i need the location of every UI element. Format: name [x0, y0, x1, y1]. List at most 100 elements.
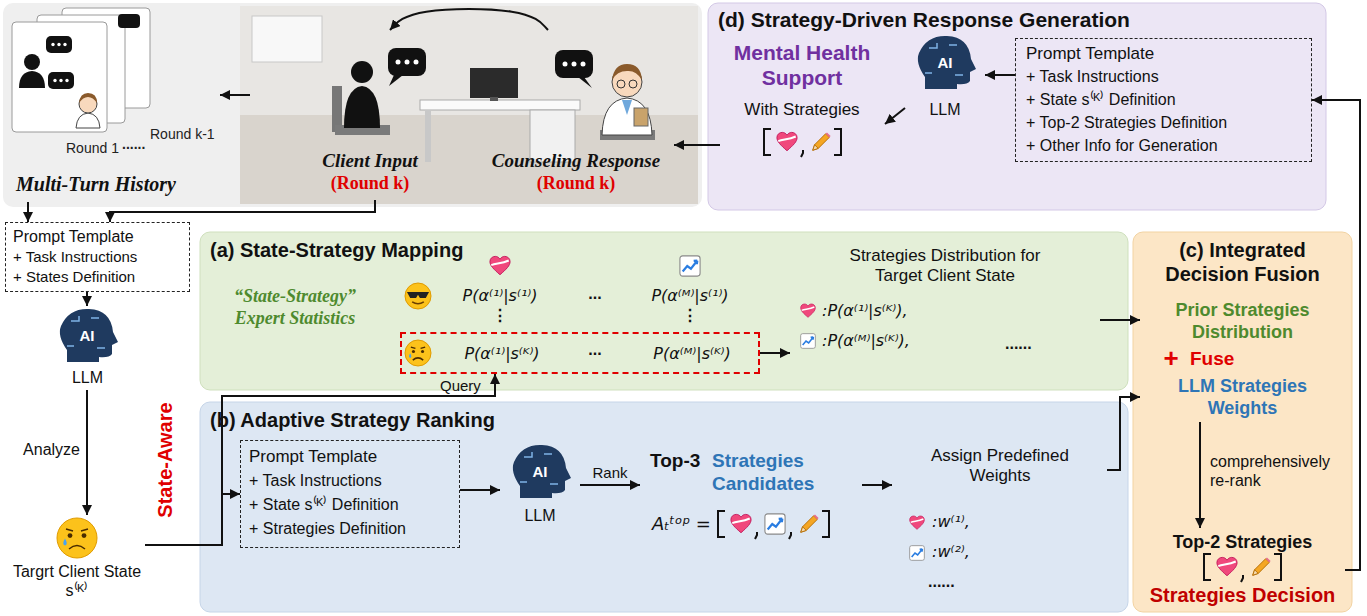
counseling-room [396, 60, 401, 65]
node-text: Aₜᵗᵒᵖ = [652, 513, 718, 535]
pencil-strategy-icon [813, 132, 831, 150]
connector-arrow [86, 292, 88, 306]
text-node: Top-2 StrategiesStrategies Decision [1140, 528, 1345, 610]
history-cards [12, 22, 107, 132]
counseling-room [629, 80, 637, 88]
node-text: ...... [928, 572, 968, 591]
sad-face-emoji [413, 358, 423, 360]
label: P(α⁽ᴹ⁾|s⁽¹⁾) [630, 286, 750, 305]
counseling-room [555, 50, 593, 78]
node-text: + Strategies Definition [249, 519, 454, 538]
history-cards [59, 79, 62, 82]
heart-strategy-icon [801, 304, 816, 317]
ai-head-icon [60, 309, 118, 362]
label: Fuse [1190, 348, 1250, 371]
sad-face-emoji [57, 518, 97, 558]
cool-face-emoji [405, 283, 431, 309]
prompt-box: Prompt Template+ Task Instructions+ Stat… [1015, 38, 1312, 162]
counseling-room [405, 60, 410, 65]
node-text: With Strategies [722, 100, 882, 120]
connector-arrow [390, 9, 548, 30]
sad-face-emoji [405, 340, 431, 366]
node-text: P(α⁽¹⁾|s⁽ᴷ⁾) [442, 344, 562, 363]
counseling-room [578, 77, 592, 88]
heart-strategy-icon [911, 519, 924, 522]
node-text: Targrt Client State s⁽ᴷ⁾ [12, 562, 142, 600]
history-cards [76, 113, 100, 128]
chart-strategy-icon [680, 256, 700, 276]
chart-strategy-icon [683, 261, 698, 272]
pencil-strategy-icon [813, 145, 819, 151]
history-cards [24, 54, 40, 70]
history-cards [63, 43, 66, 46]
panel: Prompt Template+ Task Instructions+ Stat… [200, 402, 1128, 612]
node-text: LLM Strategies Weights [1145, 376, 1340, 419]
node-text: (d) Strategy-Driven Response Generation [718, 7, 1278, 32]
connector-arrow [1199, 422, 1201, 528]
node-text: + State s⁽ᴷ⁾ Definition [1026, 90, 1306, 109]
counseling-room [563, 62, 568, 67]
edge-label: Analyze [18, 440, 80, 459]
node-text: + Task Instructions [1026, 67, 1306, 86]
pencil-strategy-icon [801, 514, 819, 532]
text-node: Top-3Strategies CandidatesAₜᵗᵒᵖ = [640, 440, 862, 560]
history-cards [53, 79, 56, 82]
chart-strategy-icon [910, 546, 925, 561]
ai-head-icon [918, 36, 976, 89]
node-text: Multi-Turn History [16, 172, 216, 196]
bracket-list [1274, 554, 1281, 580]
counseling-room [612, 64, 642, 80]
sad-face-emoji [57, 518, 97, 558]
counseling-room [240, 6, 698, 204]
node-text: Client Input [300, 150, 440, 173]
node-text: Top-3 [650, 450, 710, 473]
text-node: LLM Strategies Weights [1140, 372, 1345, 422]
connector-arrow [27, 202, 29, 222]
node-text: + Task Instructions [13, 248, 188, 266]
heart-strategy-icon [801, 304, 816, 317]
counseling-room [602, 98, 652, 135]
sad-face-emoji [63, 538, 67, 545]
counseling-room [351, 61, 373, 83]
node-text: (Round k) [300, 173, 440, 195]
node-text: ...... [122, 136, 150, 153]
counseling-room [388, 48, 426, 76]
chart-strategy-icon [803, 337, 814, 345]
chart-strategy-icon [801, 334, 816, 349]
pencil-strategy-icon [1266, 557, 1271, 562]
prompt-box: Prompt Template+ Task Instructions+ Stat… [240, 440, 460, 548]
counseling-room [420, 100, 580, 110]
ai-head-icon [60, 309, 118, 362]
cool-face-emoji [405, 283, 431, 309]
node-text: LLM [50, 368, 125, 387]
heart-strategy-icon [802, 307, 815, 310]
pencil-strategy-icon [814, 514, 819, 519]
sad-face-emoji [405, 340, 431, 366]
bracket-list [718, 511, 829, 539]
node-text: Round k-1 [150, 126, 218, 143]
panel-ground [200, 402, 1128, 612]
llm-icon-node: AILLM [50, 306, 125, 390]
history-cards [12, 8, 150, 132]
chart-strategy-icon [765, 514, 785, 534]
node-text: (Round k) [481, 173, 671, 195]
bracket-list [718, 511, 725, 537]
text-node: Prior Strategies Distribution [1140, 296, 1345, 346]
matrix-row-box: P(α⁽¹⁾|s⁽ᴷ⁾)P(α⁽ᴹ⁾|s⁽ᴷ⁾) [400, 332, 760, 374]
heart-strategy-icon [777, 132, 797, 150]
heart-strategy-icon [1217, 557, 1237, 575]
bracket-list [1204, 554, 1211, 580]
counseling-room [581, 62, 586, 67]
node-text: :w⁽²⁾, [932, 542, 1052, 561]
edge-label: Query [440, 377, 490, 395]
node-text: :P(α⁽ᴹ⁾|s⁽ᴷ⁾), [822, 331, 1022, 350]
chart-strategy-icon [801, 334, 816, 349]
counseling-room [572, 62, 577, 67]
node-text: Top-2 Strategies [1145, 532, 1340, 554]
connector-arrow [862, 484, 892, 486]
node-text: + States Definition [13, 268, 188, 286]
text-node: Client Input(Round k) [250, 30, 440, 200]
history-cards [48, 72, 74, 89]
sad-face-emoji [411, 347, 425, 348]
